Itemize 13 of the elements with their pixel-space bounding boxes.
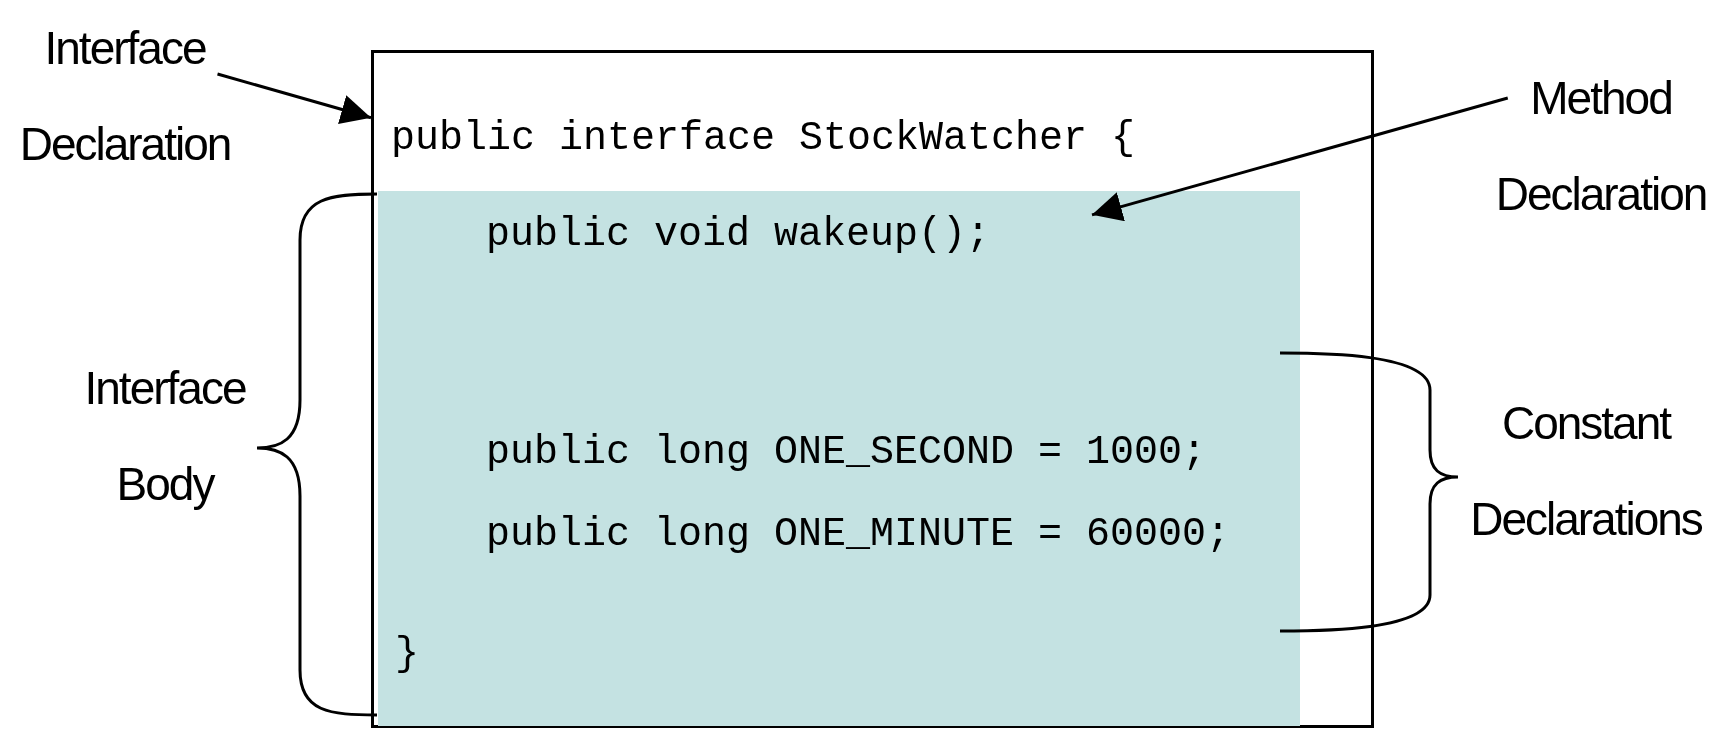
arrow [217, 72, 372, 124]
interface-body-panel [378, 191, 1300, 726]
annotation-text: Interface Body [83, 361, 247, 512]
code-line: public interface StockWatcher { [391, 115, 1136, 163]
code-line: public long ONE_MINUTE = 60000; [486, 511, 1231, 559]
code-line: public long ONE_SECOND = 1000; [486, 429, 1207, 477]
annotation-text: Method Declaration [1494, 71, 1708, 222]
code-frame [371, 50, 1374, 728]
arrow [1091, 96, 1509, 222]
annotation-text: Interface Declaration [18, 21, 232, 172]
annotation-text: Constant Declarations [1469, 396, 1703, 547]
code-line: } [395, 631, 419, 679]
code-line: public void wakeup(); [486, 211, 991, 259]
